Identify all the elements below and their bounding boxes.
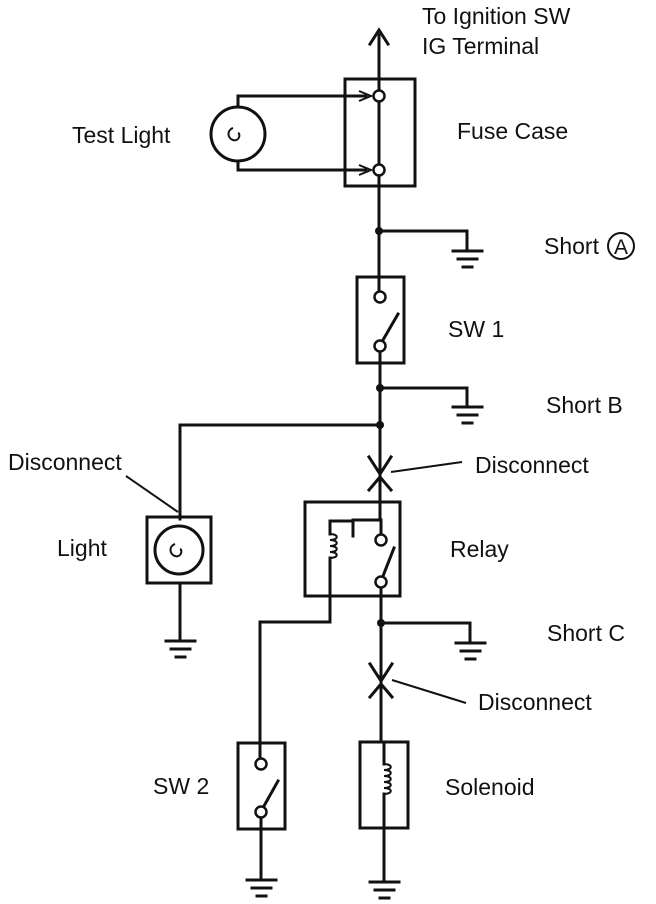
disconnect-lower-label: Disconnect xyxy=(478,689,592,715)
lamp-icon xyxy=(153,524,205,576)
ignition-label-line2: IG Terminal xyxy=(422,33,539,59)
solenoid-coil-icon xyxy=(383,763,392,795)
ground-icon xyxy=(454,641,487,661)
test-light-leads xyxy=(236,90,374,176)
short-a-wire xyxy=(377,229,469,252)
relay-label: Relay xyxy=(450,536,509,562)
disconnect-lower-leader xyxy=(391,679,467,704)
ground-icon xyxy=(245,878,278,898)
short-b-label: Short B xyxy=(546,392,623,418)
relay-coil-top xyxy=(328,519,355,536)
relay-contact-bottom xyxy=(374,575,388,589)
ignition-label-line1: To Ignition SW xyxy=(422,3,571,29)
relay-contact-top xyxy=(374,533,388,547)
disconnect-left-label: Disconnect xyxy=(8,449,122,475)
fuse-case-label: Fuse Case xyxy=(457,118,568,144)
sw2-terminal-top xyxy=(254,757,268,771)
sw2-terminal-bottom xyxy=(254,805,268,819)
short-a-letter: A xyxy=(614,236,628,259)
light-label: Light xyxy=(57,535,107,561)
ground-icon xyxy=(164,639,197,659)
short-a-label: Short xyxy=(544,233,600,259)
disconnect-upper-label: Disconnect xyxy=(475,452,589,478)
sw1-terminal-bottom xyxy=(373,339,387,353)
ground-icon xyxy=(451,405,484,425)
light-feed-wire xyxy=(178,423,382,521)
ground-icon xyxy=(368,880,401,900)
fuse-terminal-top xyxy=(372,89,386,103)
sw2-label: SW 2 xyxy=(153,773,209,799)
disconnect-upper-leader xyxy=(390,461,463,473)
relay-coil-icon xyxy=(329,533,338,559)
ground-icon xyxy=(451,249,484,269)
test-light-icon xyxy=(209,105,267,163)
short-c-wire xyxy=(379,621,472,644)
short-c-label: Short C xyxy=(547,620,625,646)
fuse-terminal-bottom xyxy=(372,163,386,177)
test-light-label: Test Light xyxy=(72,122,171,148)
sw2-blade xyxy=(261,778,281,809)
solenoid-label: Solenoid xyxy=(445,774,535,800)
sw1-terminal-top xyxy=(373,290,387,304)
relay-coil-feed xyxy=(351,518,382,538)
sw1-blade xyxy=(380,311,401,343)
sw1-label: SW 1 xyxy=(448,316,504,342)
disconnect-left-leader xyxy=(125,475,179,513)
ignition-arrow xyxy=(367,27,391,92)
relay-blade xyxy=(381,546,396,578)
short-a-circle xyxy=(607,232,635,260)
short-b-wire xyxy=(378,386,469,408)
relay-box xyxy=(303,500,402,598)
sw2-feed-wire xyxy=(258,620,332,762)
